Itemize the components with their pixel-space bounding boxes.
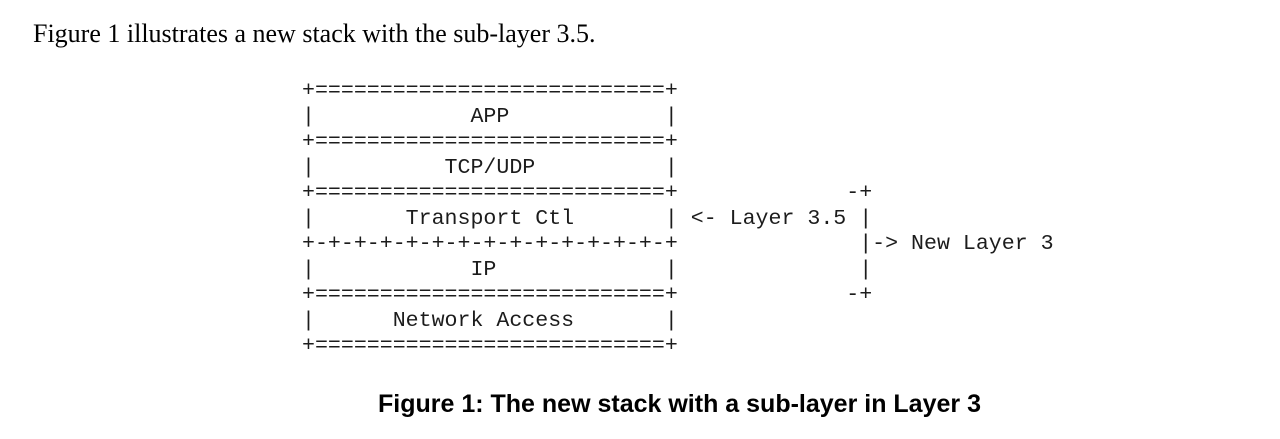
intro-text: Figure 1 illustrates a new stack with th… <box>33 19 596 48</box>
protocol-stack-ascii-diagram: +===========================+ | APP | +=… <box>302 79 1054 358</box>
figure-caption: Figure 1: The new stack with a sub-layer… <box>378 390 981 418</box>
